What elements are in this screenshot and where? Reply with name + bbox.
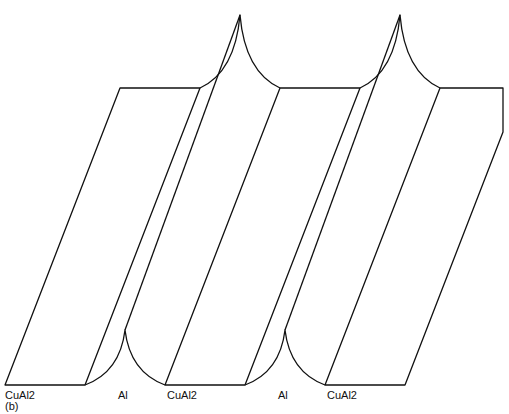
phase-label: CuAl2: [327, 390, 357, 401]
phase-label: Al: [278, 390, 288, 401]
cual2-plate: [5, 88, 200, 385]
figure-label: (b): [5, 401, 18, 412]
cual2-plate: [325, 88, 503, 385]
al-back-cusp: [360, 15, 440, 88]
phase-label: CuAl2: [5, 390, 35, 401]
cual2-plate: [165, 88, 360, 385]
phase-label: Al: [118, 390, 128, 401]
phase-label: CuAl2: [167, 390, 197, 401]
al-back-cusp: [200, 15, 280, 88]
